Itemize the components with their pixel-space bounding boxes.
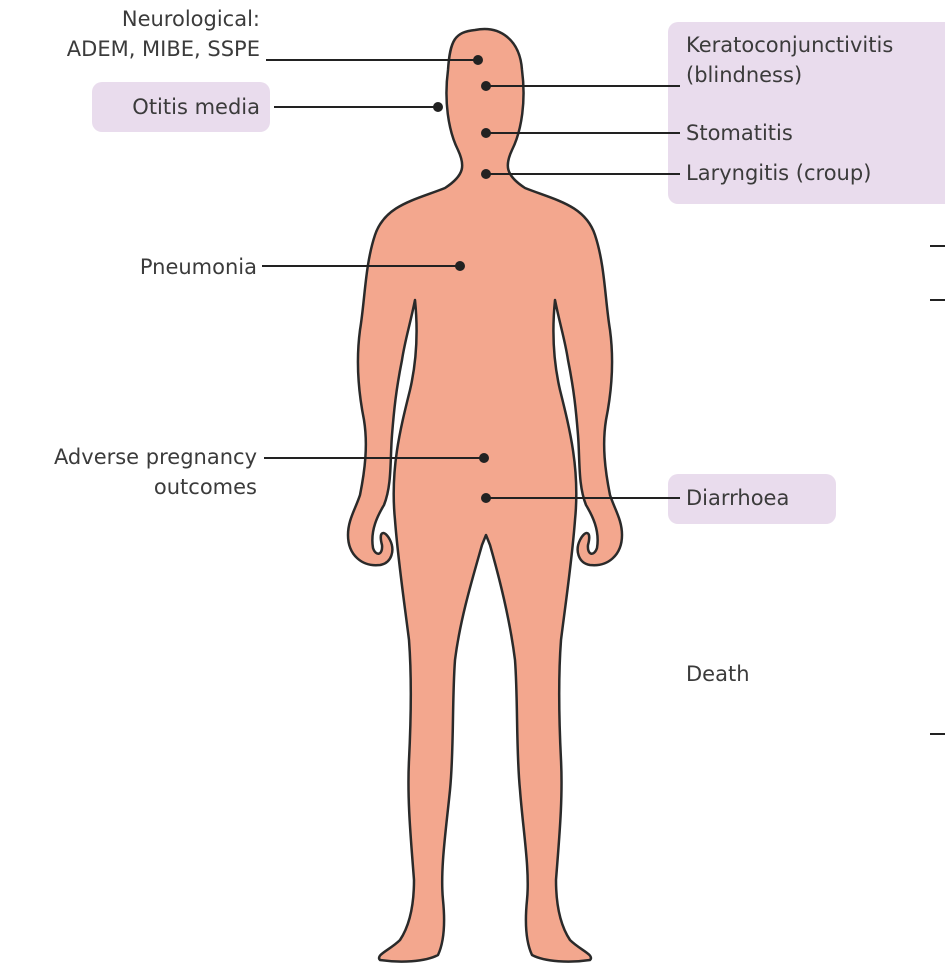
keratoconjunctivitis-label: Keratoconjunctivitis (blindness) <box>686 30 893 90</box>
point-keratoconjunctivitis <box>482 82 490 90</box>
neurological-label-line2: ADEM, MIBE, SSPE <box>67 34 260 64</box>
point-stomatitis <box>482 129 490 137</box>
point-laryngitis <box>482 170 490 178</box>
otitis-media-label: Otitis media <box>132 92 260 122</box>
neurological-label-line1: Neurological: <box>67 4 260 34</box>
point-diarrhoea <box>482 494 490 502</box>
death-label: Death <box>686 659 750 689</box>
keratoconjunctivitis-label-line1: Keratoconjunctivitis <box>686 30 893 60</box>
adverse-pregnancy-label: Adverse pregnancy outcomes <box>54 442 257 502</box>
adverse-pregnancy-label-line2: outcomes <box>54 472 257 502</box>
adverse-pregnancy-label-line1: Adverse pregnancy <box>54 442 257 472</box>
diarrhoea-label: Diarrhoea <box>686 483 789 513</box>
point-otitis-media <box>434 103 442 111</box>
point-adverse-pregnancy <box>480 454 488 462</box>
point-neurological <box>474 56 482 64</box>
laryngitis-label: Laryngitis (croup) <box>686 158 871 188</box>
stomatitis-label: Stomatitis <box>686 118 793 148</box>
keratoconjunctivitis-label-line2: (blindness) <box>686 60 893 90</box>
neurological-label: Neurological: ADEM, MIBE, SSPE <box>67 4 260 64</box>
point-pneumonia <box>456 262 464 270</box>
pneumonia-label: Pneumonia <box>140 252 257 282</box>
